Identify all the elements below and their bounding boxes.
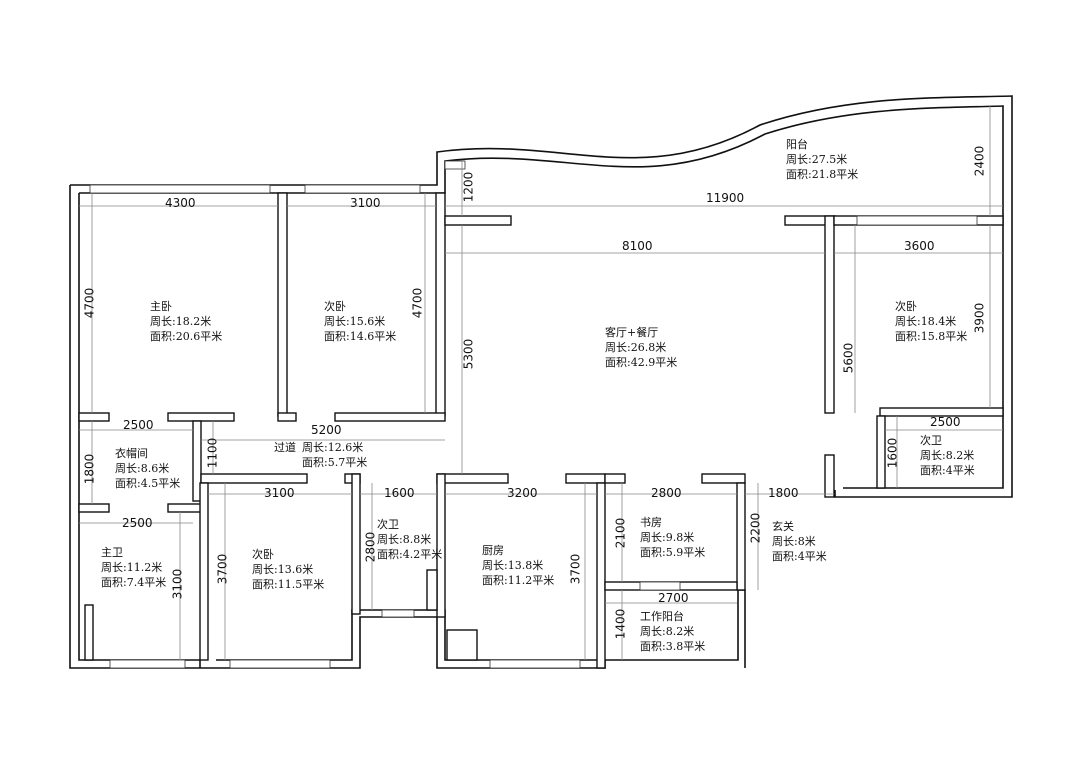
dimension-text: 4700	[410, 287, 425, 319]
room-perimeter: 周长:13.6米	[252, 563, 314, 576]
room-label-balcony: 阳台 周长:27.5米 面积:21.8平米	[786, 137, 858, 182]
room-area: 面积:20.6平米	[150, 330, 223, 343]
room-label-second-bedroom-b: 次卧 周长:18.4米 面积:15.8平米	[895, 299, 967, 344]
room-name: 衣帽间	[115, 447, 148, 460]
room-perimeter: 周长:18.2米	[150, 315, 212, 328]
dimension-text: 2100	[613, 517, 628, 549]
room-area: 面积:3.8平米	[640, 640, 706, 653]
room-perimeter: 周长:13.8米	[482, 559, 544, 572]
dimension-text: 3700	[215, 553, 230, 585]
dimension-text: 4700	[82, 287, 97, 319]
interior-walls	[78, 192, 1004, 669]
dimension-text: 2400	[972, 145, 987, 177]
dimension-text: 5600	[841, 342, 856, 374]
room-perimeter: 周长:12.6米	[302, 441, 364, 454]
dimension-text: 2800	[651, 486, 682, 500]
room-perimeter: 周长:26.8米	[605, 341, 667, 354]
room-name: 主卧	[150, 300, 172, 313]
room-label-closet: 衣帽间 周长:8.6米 面积:4.5平米	[115, 446, 180, 491]
room-perimeter: 周长:8米	[772, 535, 816, 548]
room-name: 次卧	[895, 300, 917, 313]
dimension-text: 3200	[507, 486, 538, 500]
room-label-second-bath-right: 次卫 周长:8.2米 面积:4平米	[920, 433, 975, 478]
room-label-second-bath-mid: 次卫 周长:8.8米 面积:4.2平米	[377, 517, 442, 562]
room-label-second-bedroom-a: 次卧 周长:15.6米 面积:14.6平米	[324, 299, 396, 344]
dimension-text: 3600	[904, 239, 935, 253]
dimension-text: 2700	[658, 591, 689, 605]
dimension-lines	[79, 106, 1003, 660]
room-label-living-dining: 客厅+餐厅 周长:26.8米 面积:42.9平米	[605, 325, 677, 370]
room-label-master-bath: 主卫 周长:11.2米 面积:7.4平米	[101, 545, 166, 590]
room-name: 客厅+餐厅	[605, 326, 659, 339]
dimension-text: 3100	[350, 196, 381, 210]
room-name: 次卧	[252, 548, 274, 561]
room-label-work-balcony: 工作阳台 周长:8.2米 面积:3.8平米	[640, 609, 705, 654]
room-area: 面积:4.2平米	[377, 548, 443, 561]
dimension-text: 2500	[930, 415, 961, 429]
room-name: 阳台	[786, 138, 808, 151]
dimension-text: 5200	[311, 423, 342, 437]
dimension-text: 4300	[165, 196, 196, 210]
windows	[89, 160, 978, 669]
room-name: 书房	[640, 516, 662, 529]
dimension-text: 5300	[461, 338, 476, 370]
room-area: 面积:4.5平米	[115, 477, 181, 490]
room-name: 玄关	[772, 520, 794, 533]
dimension-text: 3900	[972, 302, 987, 334]
dimension-text: 1600	[885, 437, 900, 469]
room-perimeter: 周长:8.8米	[377, 533, 432, 546]
room-name-corridor: 过道	[274, 441, 296, 454]
dimension-text: 1800	[768, 486, 799, 500]
dimension-text: 1600	[384, 486, 415, 500]
dimension-text: 1200	[461, 171, 476, 203]
room-name: 主卫	[101, 546, 123, 559]
dimension-text: 3100	[264, 486, 295, 500]
room-label-master-bedroom: 主卧 周长:18.2米 面积:20.6平米	[150, 299, 222, 344]
room-label-entrance: 玄关 周长:8米 面积:4平米	[772, 519, 827, 564]
room-perimeter: 周长:8.2米	[640, 625, 695, 638]
dimension-text: 2500	[122, 516, 153, 530]
dimension-text: 2200	[748, 512, 763, 544]
dimension-text: 1800	[82, 453, 97, 485]
room-area: 面积:5.9平米	[640, 546, 706, 559]
room-area: 面积:14.6平米	[324, 330, 397, 343]
room-perimeter: 周长:8.6米	[115, 462, 170, 475]
room-name: 次卫	[920, 434, 942, 447]
room-name: 次卧	[324, 300, 346, 313]
room-perimeter: 周长:11.2米	[101, 561, 163, 574]
dimension-text: 2500	[123, 418, 154, 432]
room-name: 次卫	[377, 518, 399, 531]
room-area: 面积:42.9平米	[605, 356, 678, 369]
dimension-text: 1100	[205, 437, 220, 469]
dimension-text: 2800	[363, 531, 378, 563]
dimension-text: 11900	[706, 191, 745, 205]
room-perimeter: 周长:15.6米	[324, 315, 386, 328]
room-area: 面积:15.8平米	[895, 330, 968, 343]
room-area: 面积:4平米	[920, 464, 975, 477]
room-label-kitchen: 厨房 周长:13.8米 面积:11.2平米	[482, 543, 554, 588]
room-perimeter: 周长:27.5米	[786, 153, 848, 166]
room-name: 工作阳台	[640, 610, 684, 623]
room-area: 面积:21.8平米	[786, 168, 859, 181]
room-area: 面积:7.4平米	[101, 576, 167, 589]
dimension-text: 1400	[613, 608, 628, 640]
room-name: 厨房	[482, 544, 504, 557]
room-area: 面积:11.2平米	[482, 574, 555, 587]
room-perimeter: 周长:9.8米	[640, 531, 695, 544]
room-area: 面积:4平米	[772, 550, 827, 563]
room-perimeter: 周长:8.2米	[920, 449, 975, 462]
dimension-text: 3100	[170, 568, 185, 600]
dimension-text: 3700	[568, 553, 583, 585]
room-label-second-bedroom-c: 次卧 周长:13.6米 面积:11.5平米	[252, 547, 324, 592]
dimension-text: 8100	[622, 239, 653, 253]
room-area: 面积:5.7平米	[302, 456, 368, 469]
room-label-corridor: 周长:12.6米 面积:5.7平米	[302, 440, 367, 470]
room-label-study: 书房 周长:9.8米 面积:5.9平米	[640, 515, 705, 560]
room-perimeter: 周长:18.4米	[895, 315, 957, 328]
room-area: 面积:11.5平米	[252, 578, 325, 591]
